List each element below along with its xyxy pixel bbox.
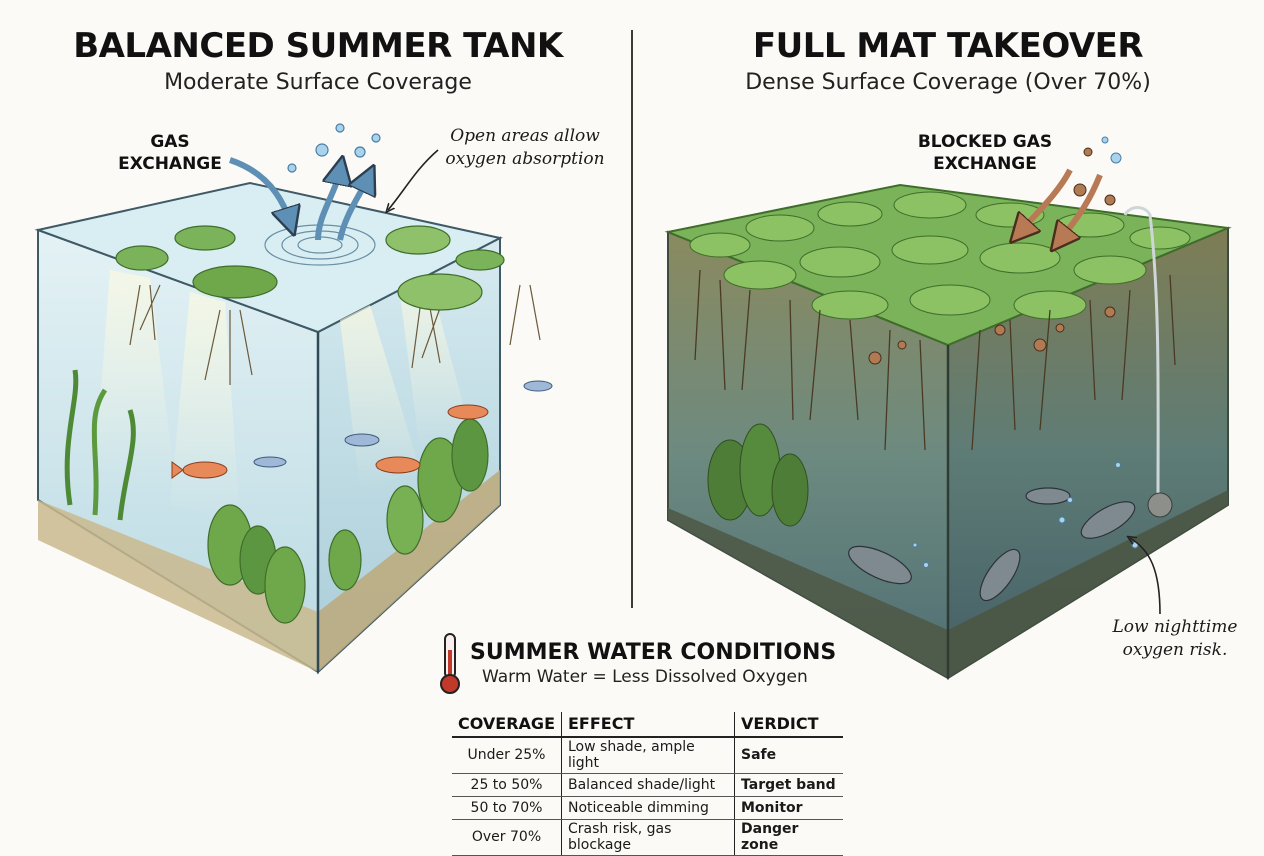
left-panel-title: BALANCED SUMMER TANK xyxy=(73,26,563,66)
conditions-title: SUMMER WATER CONDITIONS xyxy=(470,640,837,665)
fish-icon xyxy=(848,487,1136,602)
thermometer-icon xyxy=(440,633,460,694)
low-oxygen-annotation: Low nighttime oxygen risk. xyxy=(1112,617,1238,660)
left-panel-subtitle: Moderate Surface Coverage xyxy=(164,70,472,95)
fish-icon xyxy=(171,380,553,479)
coverage-cell: Over 70% xyxy=(452,819,562,856)
table-row: Over 70% Crash risk, gas blockage Danger… xyxy=(452,819,843,856)
mat-tank-illustration xyxy=(664,136,1232,680)
open-areas-annotation: Open areas allow oxygen absorption xyxy=(445,126,605,169)
clear-tank-illustration xyxy=(34,123,553,675)
col-header-coverage: COVERAGE xyxy=(452,712,562,738)
panel-divider xyxy=(631,30,633,608)
col-header-effect: EFFECT xyxy=(561,712,735,738)
verdict-cell: Danger zone xyxy=(734,819,843,856)
coverage-cell: 50 to 70% xyxy=(452,796,562,820)
gas-exchange-label: GAS EXCHANGE xyxy=(118,132,222,174)
effect-cell: Balanced shade/light xyxy=(561,773,735,797)
effect-cell: Low shade, ample light xyxy=(561,737,735,774)
effect-cell: Noticeable dimming xyxy=(561,796,735,820)
verdict-cell: Target band xyxy=(734,773,843,797)
right-panel-title: FULL MAT TAKEOVER xyxy=(752,26,1144,66)
effect-cell: Crash risk, gas blockage xyxy=(561,819,735,856)
blocked-gas-exchange-label: BLOCKED GAS EXCHANGE xyxy=(917,132,1053,174)
table-header-row: COVERAGE EFFECT VERDICT xyxy=(452,712,843,738)
verdict-cell: Safe xyxy=(734,737,843,774)
right-panel-subtitle: Dense Surface Coverage (Over 70%) xyxy=(745,70,1151,95)
table-row: Under 25% Low shade, ample light Safe xyxy=(452,737,843,774)
table-row: 25 to 50% Balanced shade/light Target ba… xyxy=(452,773,843,797)
verdict-cell: Monitor xyxy=(734,796,843,820)
coverage-cell: 25 to 50% xyxy=(452,773,562,797)
table-row: 50 to 70% Noticeable dimming Monitor xyxy=(452,796,843,820)
coverage-table: COVERAGE EFFECT VERDICT Under 25% Low sh… xyxy=(452,712,843,856)
coverage-cell: Under 25% xyxy=(452,737,562,774)
conditions-subtitle: Warm Water = Less Dissolved Oxygen xyxy=(482,667,808,687)
col-header-verdict: VERDICT xyxy=(734,712,843,738)
